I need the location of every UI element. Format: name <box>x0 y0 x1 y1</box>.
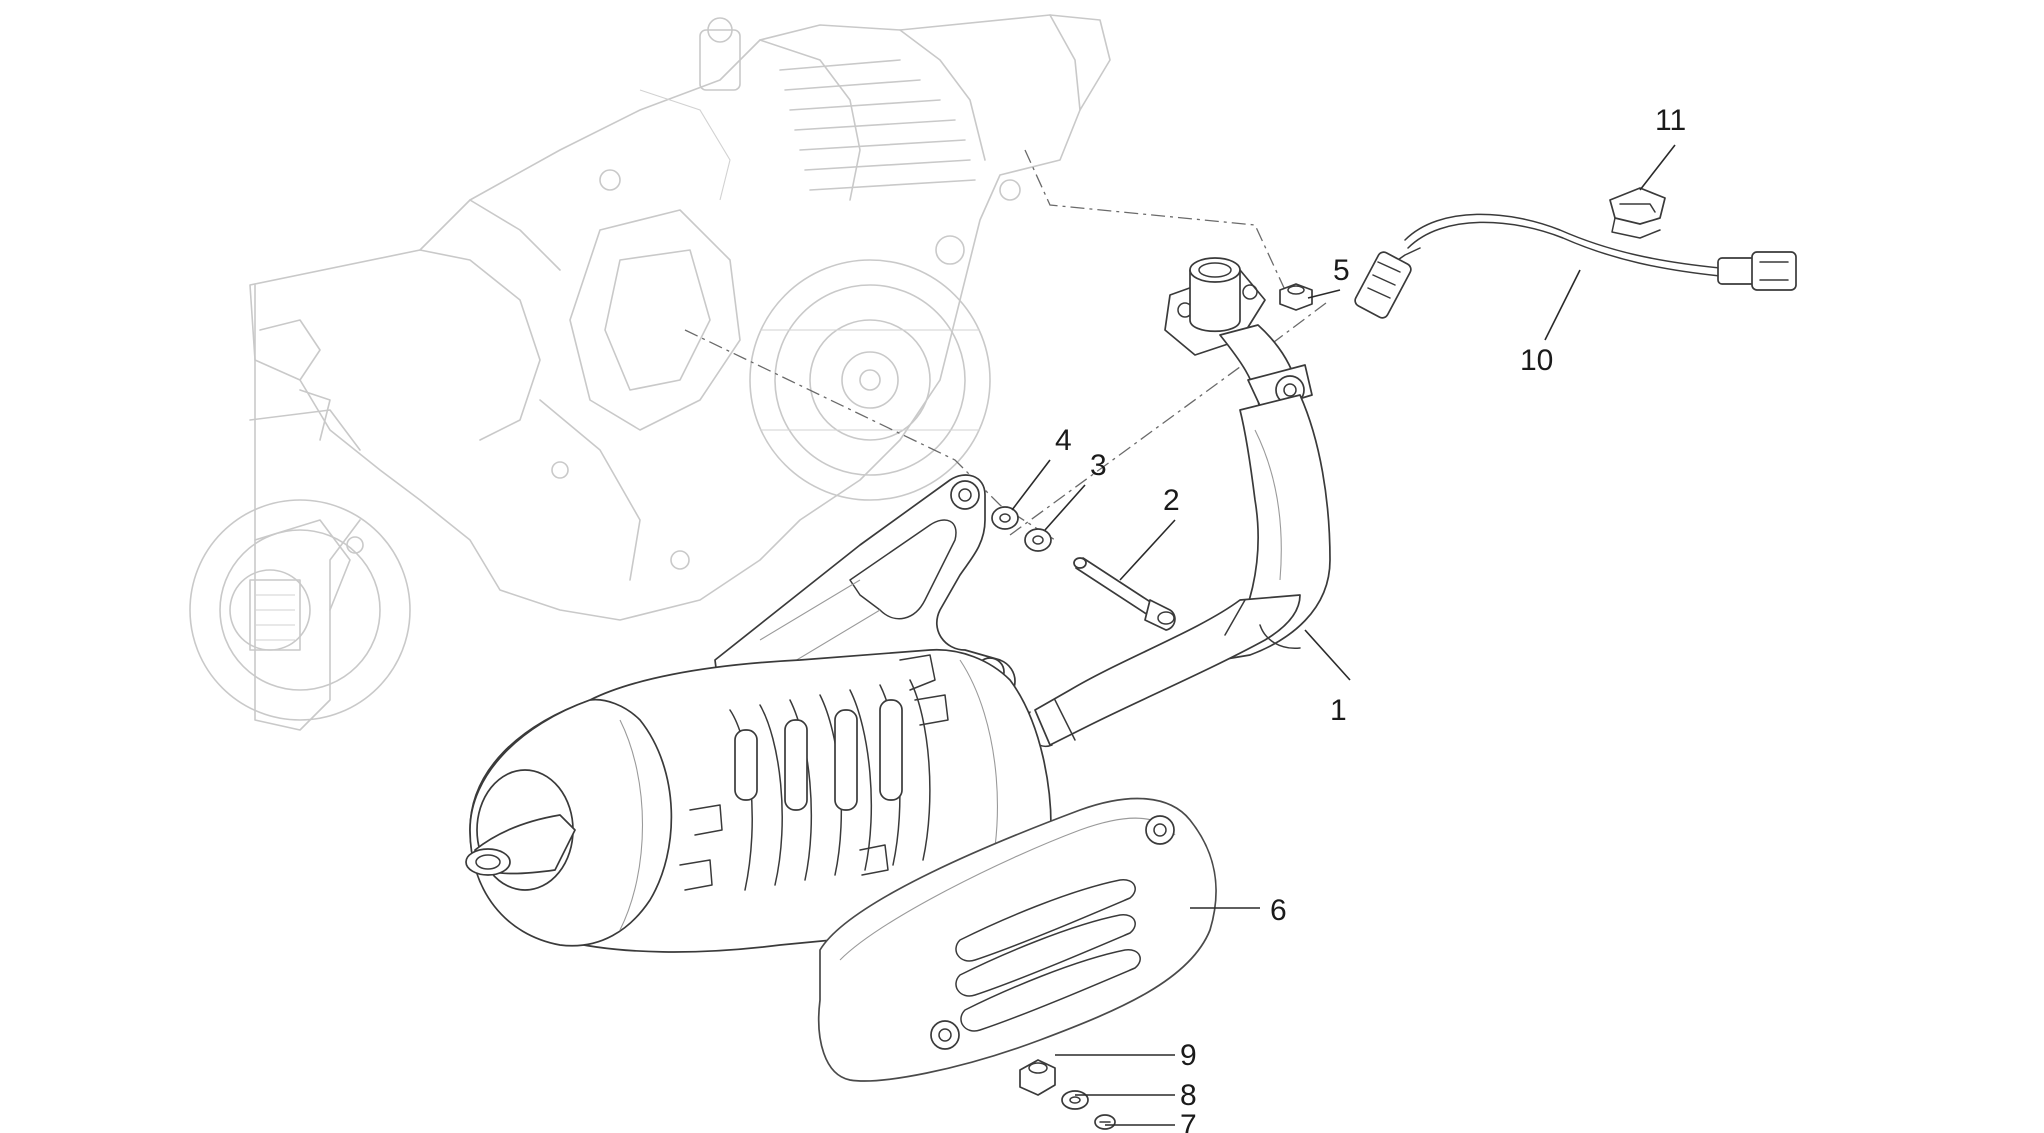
leader-5 <box>1307 289 1341 299</box>
part-10-lambda-sensor <box>1354 213 1797 319</box>
leader-10 <box>1544 269 1581 341</box>
callout-11: 11 <box>1655 104 1686 137</box>
callout-9: 9 <box>1180 1039 1197 1072</box>
leader-4 <box>1011 459 1051 511</box>
part-1-exhaust-pipe <box>465 257 1331 953</box>
callout-5: 5 <box>1333 254 1350 287</box>
callout-2: 2 <box>1163 484 1180 517</box>
callout-6: 6 <box>1270 894 1287 927</box>
part-4-washer <box>991 506 1019 530</box>
leader-3 <box>1044 484 1086 531</box>
part-3-washer <box>1024 528 1052 552</box>
leader-lines <box>1011 144 1676 1126</box>
part-6-heat-shield <box>817 797 1217 1082</box>
part-11-clip <box>1609 187 1666 239</box>
callout-7: 7 <box>1180 1109 1197 1133</box>
leader-2 <box>1119 519 1176 581</box>
part-8-washer <box>1061 1090 1089 1110</box>
callout-3: 3 <box>1090 449 1107 482</box>
part-2-bolt <box>1073 557 1176 631</box>
callout-8: 8 <box>1180 1079 1197 1112</box>
leader-1 <box>1304 629 1351 681</box>
leader-11 <box>1639 144 1676 191</box>
part-9-grommet <box>1019 1059 1056 1096</box>
part-5-nut <box>1279 283 1313 311</box>
engine-ghost <box>189 14 1111 731</box>
callout-4: 4 <box>1055 424 1072 457</box>
part-7-screw <box>1094 1114 1116 1130</box>
callout-1: 1 <box>1330 694 1347 727</box>
callouts: 1 2 3 4 5 6 7 8 9 10 11 <box>1055 104 1686 1133</box>
callout-10: 10 <box>1520 344 1553 377</box>
